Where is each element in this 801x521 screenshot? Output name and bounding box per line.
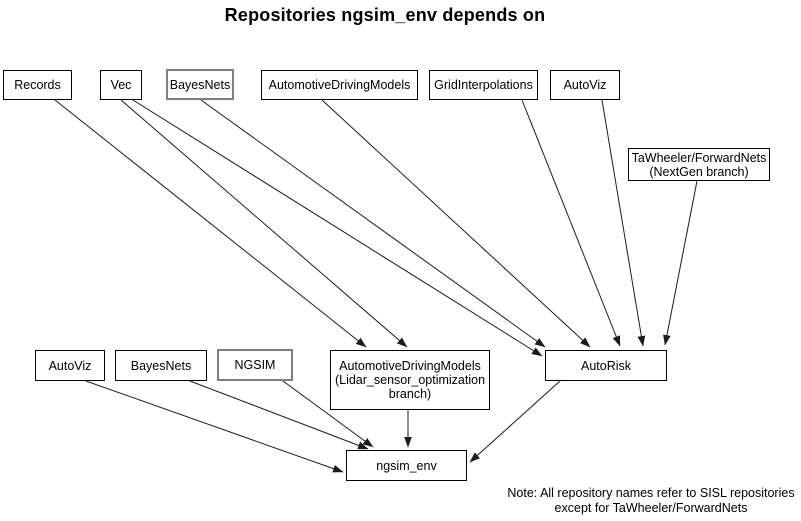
edge-vec-to-adm-lidar bbox=[120, 99, 408, 348]
node-bayesnets-top: BayesNets bbox=[166, 69, 234, 100]
node-label: GridInterpolations bbox=[434, 78, 533, 92]
node-ngsim: NGSIM bbox=[217, 349, 293, 381]
node-label: ngsim_env bbox=[376, 458, 437, 473]
node-label: BayesNets bbox=[130, 358, 192, 373]
node-automotivedrivingmodels: AutomotiveDrivingModels bbox=[261, 70, 418, 100]
edge-records-to-adm-lidar bbox=[54, 99, 367, 348]
node-label: (Lidar_sensor_optimization bbox=[334, 373, 486, 387]
node-label: BayesNets bbox=[169, 77, 231, 92]
note-line-1: Note: All repository names refer to SISL… bbox=[507, 486, 795, 500]
edge-autoviz-top-to-autorisk bbox=[601, 99, 646, 347]
node-tawheeler-forwardnets: TaWheeler/ForwardNets(NextGen branch) bbox=[628, 148, 770, 181]
edge-bayesnets-mid-to-ngsim-env bbox=[189, 380, 369, 450]
node-label: AutomotiveDrivingModels bbox=[268, 78, 411, 92]
edge-ngsim-to-ngsim-env bbox=[282, 380, 374, 448]
node-label: (NextGen branch) bbox=[649, 164, 749, 179]
node-autoviz-mid: AutoViz bbox=[35, 350, 105, 381]
node-label: TaWheeler/ForwardNets bbox=[631, 150, 767, 165]
node-gridinterpolations: GridInterpolations bbox=[429, 70, 538, 100]
note-text: Note: All repository names refer to SISL… bbox=[503, 486, 799, 516]
note-line-2: except for TaWheeler/ForwardNets bbox=[554, 501, 748, 515]
edge-bayesnets-top-to-autorisk bbox=[200, 99, 546, 348]
node-label: AutomotiveDrivingModels bbox=[339, 359, 481, 373]
node-label: AutoViz bbox=[563, 78, 607, 92]
edge-autoviz-mid-to-ngsim-env bbox=[85, 380, 344, 473]
edge-tawheeler-forwardnets-to-autorisk bbox=[663, 180, 698, 346]
node-autorisk: AutoRisk bbox=[545, 350, 667, 381]
node-records: Records bbox=[3, 70, 72, 100]
node-autoviz-top: AutoViz bbox=[550, 70, 620, 100]
node-label: branch) bbox=[388, 387, 432, 401]
node-ngsim-env: ngsim_env bbox=[346, 450, 467, 481]
node-label: AutoRisk bbox=[580, 358, 632, 373]
node-vec: Vec bbox=[100, 70, 142, 100]
node-label: AutoViz bbox=[48, 358, 92, 373]
edge-gridinterpolations-to-autorisk bbox=[521, 99, 621, 347]
page-title: Repositories ngsim_env depends on bbox=[224, 5, 546, 25]
node-label: NGSIM bbox=[234, 358, 276, 372]
node-adm-lidar: AutomotiveDrivingModels(Lidar_sensor_opt… bbox=[330, 350, 490, 410]
edge-vec-to-autorisk bbox=[132, 99, 543, 357]
node-bayesnets-mid: BayesNets bbox=[115, 350, 207, 381]
node-label: Records bbox=[14, 78, 61, 92]
node-label: Vec bbox=[110, 78, 132, 92]
edge-automotivedrivingmodels-to-autorisk bbox=[321, 99, 591, 348]
edge-autorisk-to-ngsim-env bbox=[469, 380, 561, 463]
